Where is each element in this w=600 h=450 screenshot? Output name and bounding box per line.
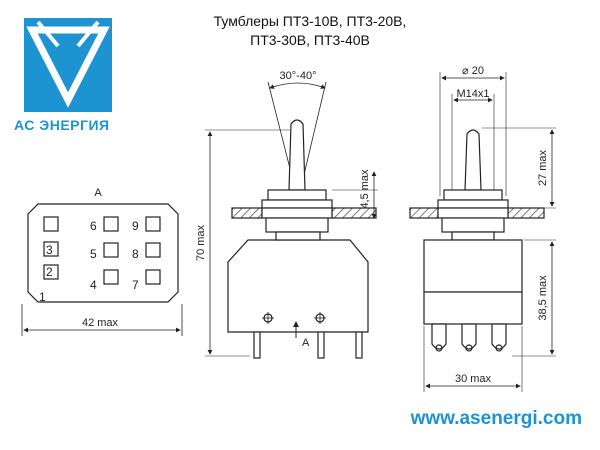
terminal-5: 5: [90, 247, 97, 261]
height-label: 70 max: [195, 224, 207, 261]
lever-height-label: 27 max: [537, 149, 549, 186]
terminal-numbers: 1 2 3 4 5 6 7 8 9: [39, 219, 139, 304]
front-view: [205, 81, 378, 359]
terminal-8: 8: [132, 247, 139, 261]
terminal-7: 7: [132, 278, 139, 292]
terminal-6: 6: [90, 219, 97, 233]
side-view: [409, 72, 556, 392]
bottom-terminals: [43, 216, 161, 285]
brand-name: АС ЭНЕРГИЯ: [14, 117, 110, 133]
page-title: Тумблеры ПТ3-10В, ПТ3-20В, ПТ3-30В, ПТ3-…: [160, 12, 460, 50]
triangle-v-logo-icon: [24, 18, 112, 112]
angle-label: 30°-40°: [280, 70, 317, 82]
terminal-1: 1: [39, 290, 46, 304]
side-terminals: [431, 323, 507, 352]
bottom-width-label: 42 max: [82, 317, 119, 329]
website-link[interactable]: www.asenergi.com: [410, 408, 582, 429]
side-width-label: 30 max: [455, 373, 492, 385]
body-height-label: 38,5 max: [537, 275, 549, 321]
panel-thickness-label: 4,5 max: [359, 169, 371, 209]
thread-label: M14x1: [456, 88, 489, 100]
terminal-3: 3: [46, 243, 53, 257]
terminal-4: 4: [90, 278, 97, 292]
diameter-label: ⌀ 20: [462, 65, 484, 77]
view-arrow-label: A: [302, 337, 310, 349]
bottom-view: [21, 203, 183, 336]
title-line-1: Тумблеры ПТ3-10В, ПТ3-20В,: [213, 13, 407, 29]
title-line-2: ПТ3-30В, ПТ3-40В: [250, 32, 370, 48]
bottom-view-label: A: [94, 187, 102, 199]
terminal-9: 9: [132, 219, 139, 233]
terminal-2: 2: [46, 265, 53, 279]
